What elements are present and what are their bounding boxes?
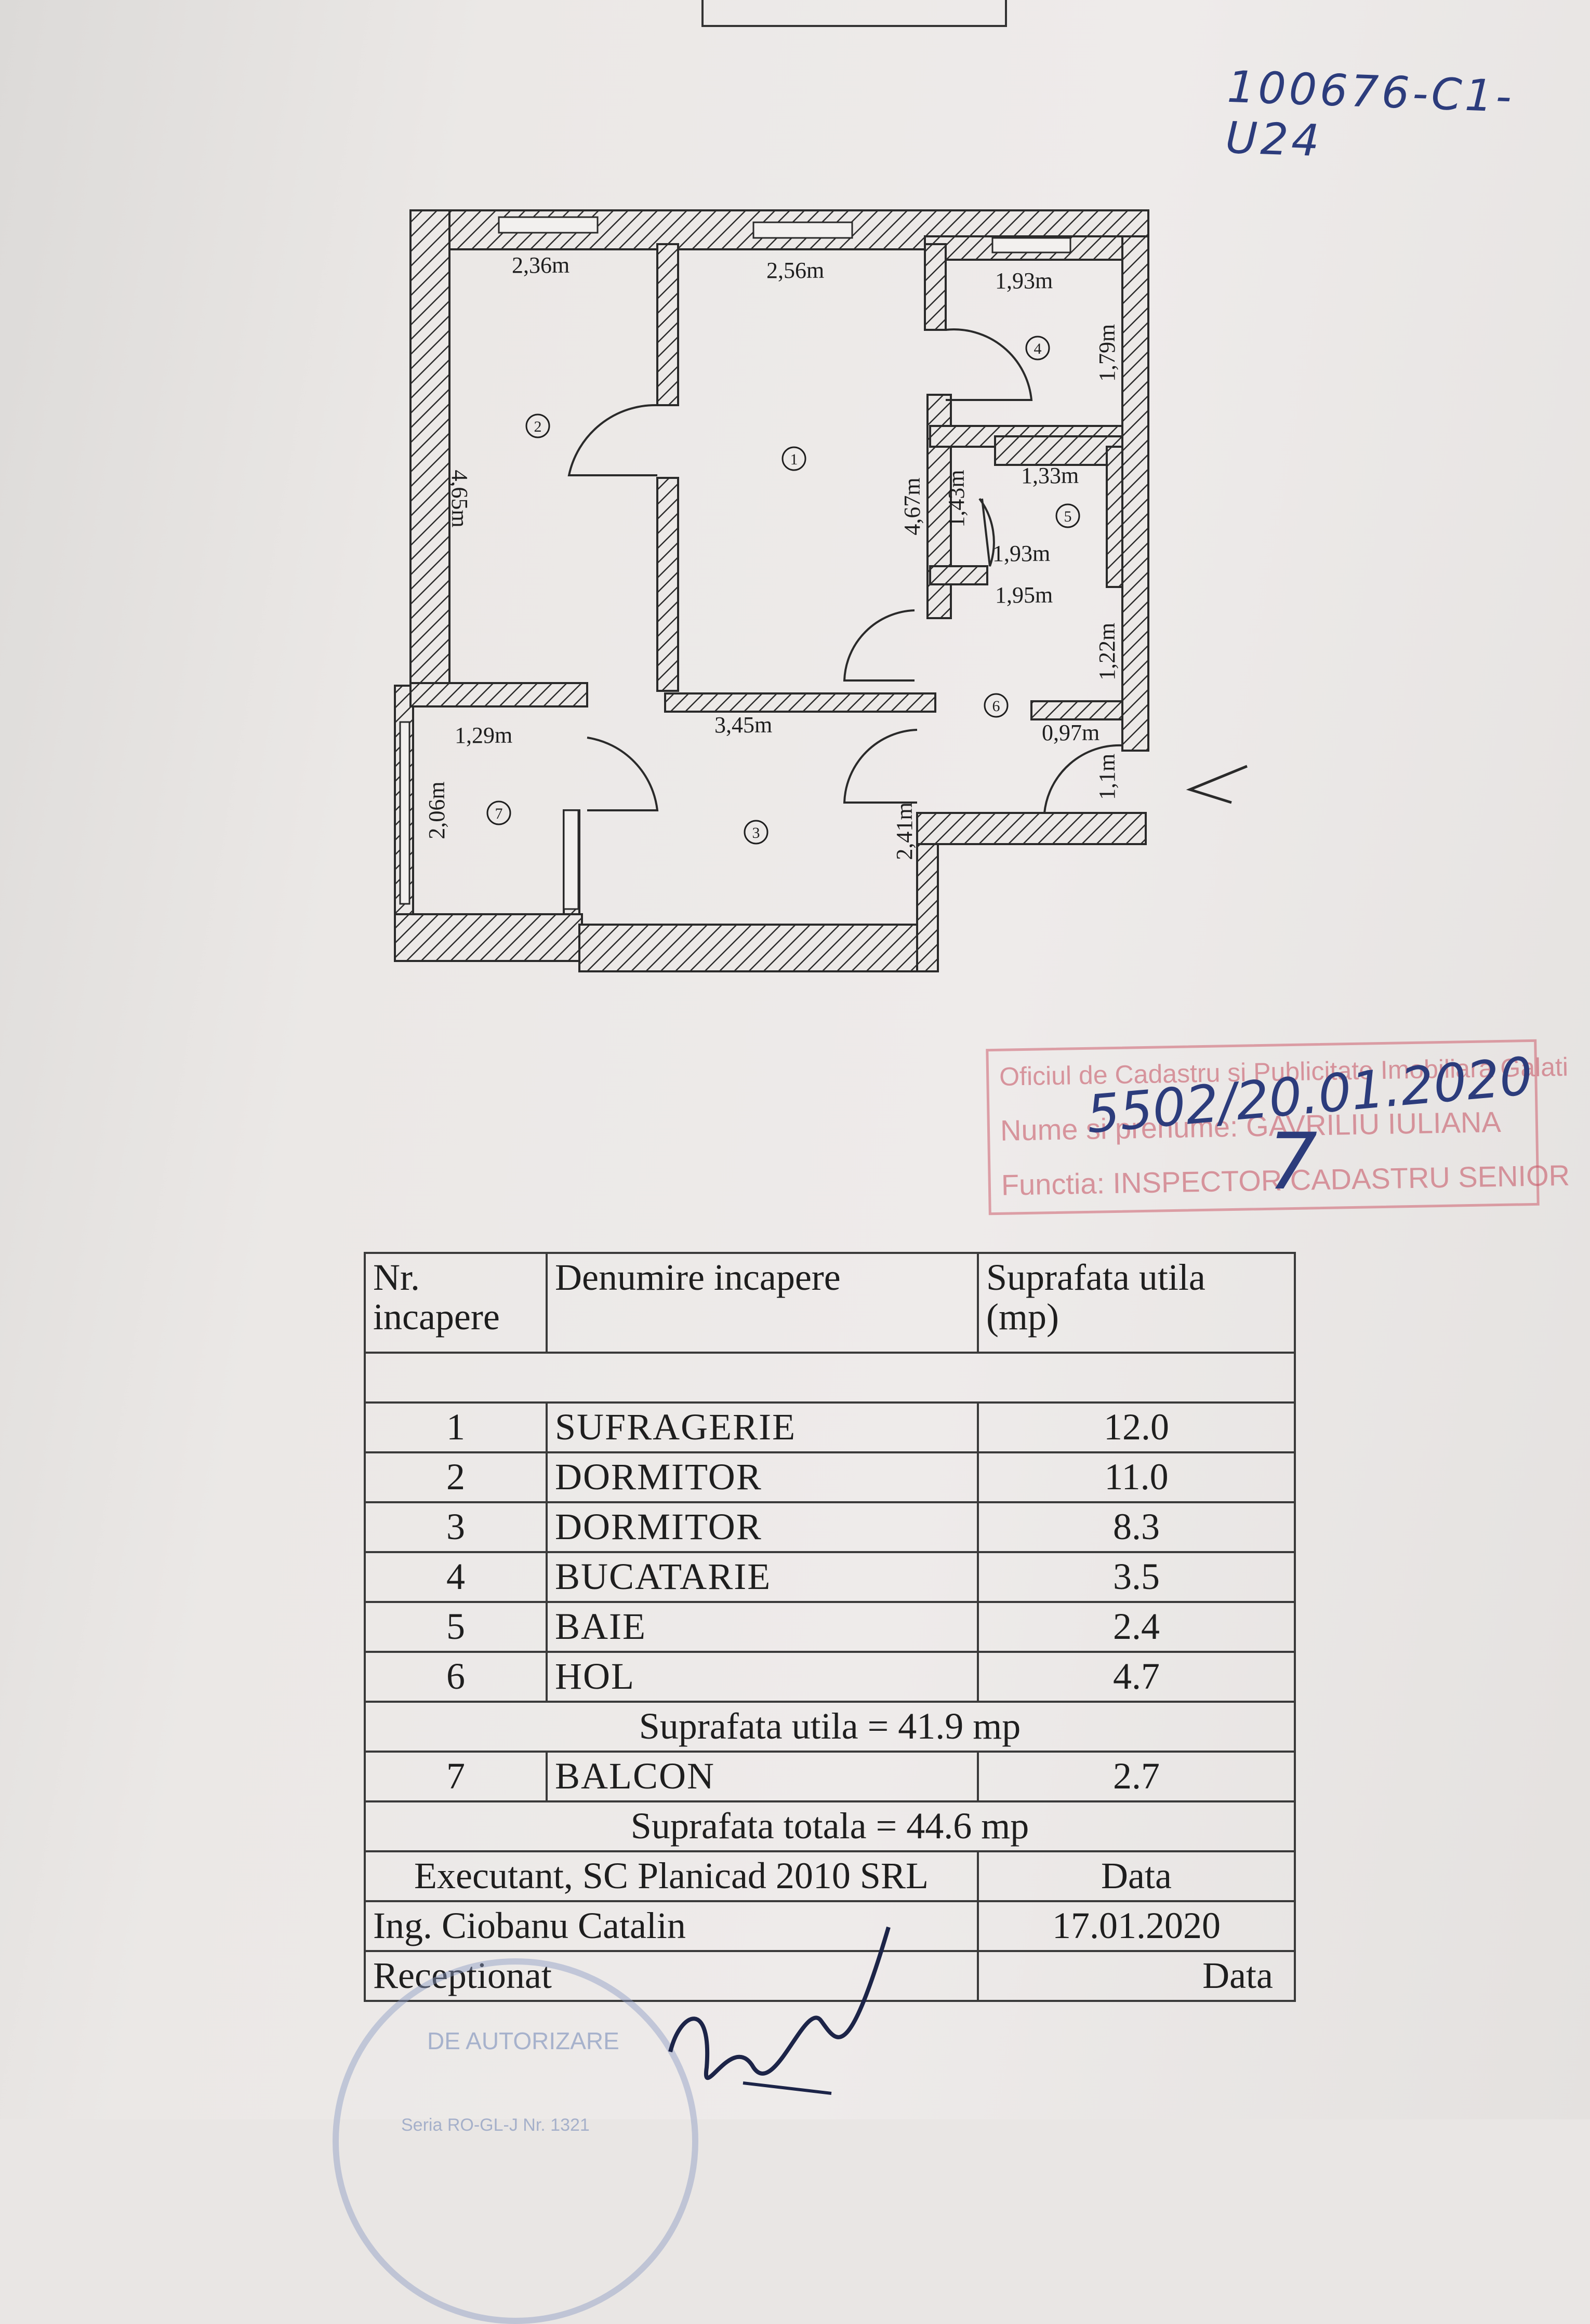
table-row: 3 DORMITOR 8.3 — [364, 1501, 1296, 1553]
doors — [567, 328, 1123, 814]
dim-room5-height: 1,43m — [944, 470, 969, 527]
table-row: 2 DORMITOR 11.0 — [364, 1451, 1296, 1503]
header-nr: Nr. incapere — [364, 1252, 548, 1354]
balcony-row: 7 BALCON 2.7 — [364, 1751, 1296, 1802]
room-marker-6: 6 — [984, 693, 1009, 718]
header-box: CF individuala — [701, 0, 1007, 27]
dim-room4-height: 1,79m — [1094, 324, 1120, 382]
room-marker-1: 1 — [781, 446, 806, 471]
svg-text:4: 4 — [1034, 340, 1042, 357]
dim-room5-width: 1,33m — [1021, 463, 1079, 488]
entrance-arrow-icon — [1186, 765, 1248, 804]
dim-hall-width: 1,95m — [995, 582, 1053, 608]
header-name: Denumire incapere — [546, 1252, 979, 1354]
room-marker-5: 5 — [1055, 503, 1080, 528]
svg-text:7: 7 — [495, 805, 503, 822]
dim-balcony-height: 2,06m — [424, 781, 449, 839]
svg-text:6: 6 — [992, 698, 1000, 715]
area-table: Nr. incapere Denumire incapere Suprafata… — [364, 1252, 1296, 2002]
svg-text:2: 2 — [534, 418, 542, 435]
header-area: Suprafata utila (mp) — [977, 1252, 1296, 1354]
room-marker-2: 2 — [525, 413, 550, 438]
dim-room3-width: 3,45m — [714, 712, 772, 738]
grand-total-row: Suprafata totala = 44.6 mp — [364, 1800, 1296, 1852]
dim-room2-height: 4,65m — [447, 470, 472, 527]
dimension-labels: 2,36m 2,56m 1,93m 1,79m 4,65m 4,67m 1,43… — [424, 252, 1120, 860]
room-marker-4: 4 — [1025, 336, 1050, 360]
engineer-row: Ing. Ciobanu Catalin 17.01.2020 — [364, 1900, 1296, 1952]
dim-room1-width: 2,56m — [766, 258, 824, 283]
header-box-text: CF individuala — [740, 0, 954, 6]
dim-room4-width: 1,93m — [995, 268, 1053, 293]
table-row: 6 HOL 4.7 — [364, 1651, 1296, 1703]
svg-text:3: 3 — [752, 824, 760, 842]
useful-total-row: Suprafata utila = 41.9 mp — [364, 1701, 1296, 1753]
table-row: 4 BUCATARIE 3.5 — [364, 1551, 1296, 1603]
svg-text:5: 5 — [1064, 508, 1072, 525]
table-row: 1 SUFRAGERIE 12.0 — [364, 1401, 1296, 1453]
floor-plan: 2,36m 2,56m 1,93m 1,79m 4,65m 4,67m 1,43… — [394, 209, 1248, 972]
stamp-handwritten-mark: 7 — [1268, 1117, 1318, 1207]
table-spacer-row — [364, 1352, 1296, 1404]
table-row: 5 BAIE 2.4 — [364, 1601, 1296, 1653]
dim-entry-width: 0,97m — [1042, 720, 1099, 745]
room-marker-7: 7 — [486, 800, 511, 825]
dim-room5-bottom: 1,93m — [992, 541, 1050, 566]
dim-hall-height: 1,22m — [1094, 623, 1120, 680]
dim-room3-height: 2,41m — [892, 802, 917, 860]
dim-balcony-width: 1,29m — [455, 723, 512, 748]
room-marker-3: 3 — [744, 820, 769, 845]
executant-row: Executant, SC Planicad 2010 SRL Data — [364, 1850, 1296, 1902]
dim-room1-height: 4,67m — [899, 477, 925, 535]
svg-text:1: 1 — [790, 451, 798, 468]
table-header-row: Nr. incapere Denumire incapere Suprafata… — [364, 1252, 1296, 1354]
room-markers: 1 2 3 4 5 6 7 — [486, 336, 1080, 845]
windows — [399, 216, 1071, 910]
dim-entry-height: 1,1m — [1094, 754, 1120, 800]
dim-room2-width: 2,36m — [512, 252, 569, 278]
authorization-seal: DE AUTORIZARE Seria RO-GL-J Nr. 1321 — [333, 1958, 698, 2324]
signature — [668, 1926, 891, 2095]
